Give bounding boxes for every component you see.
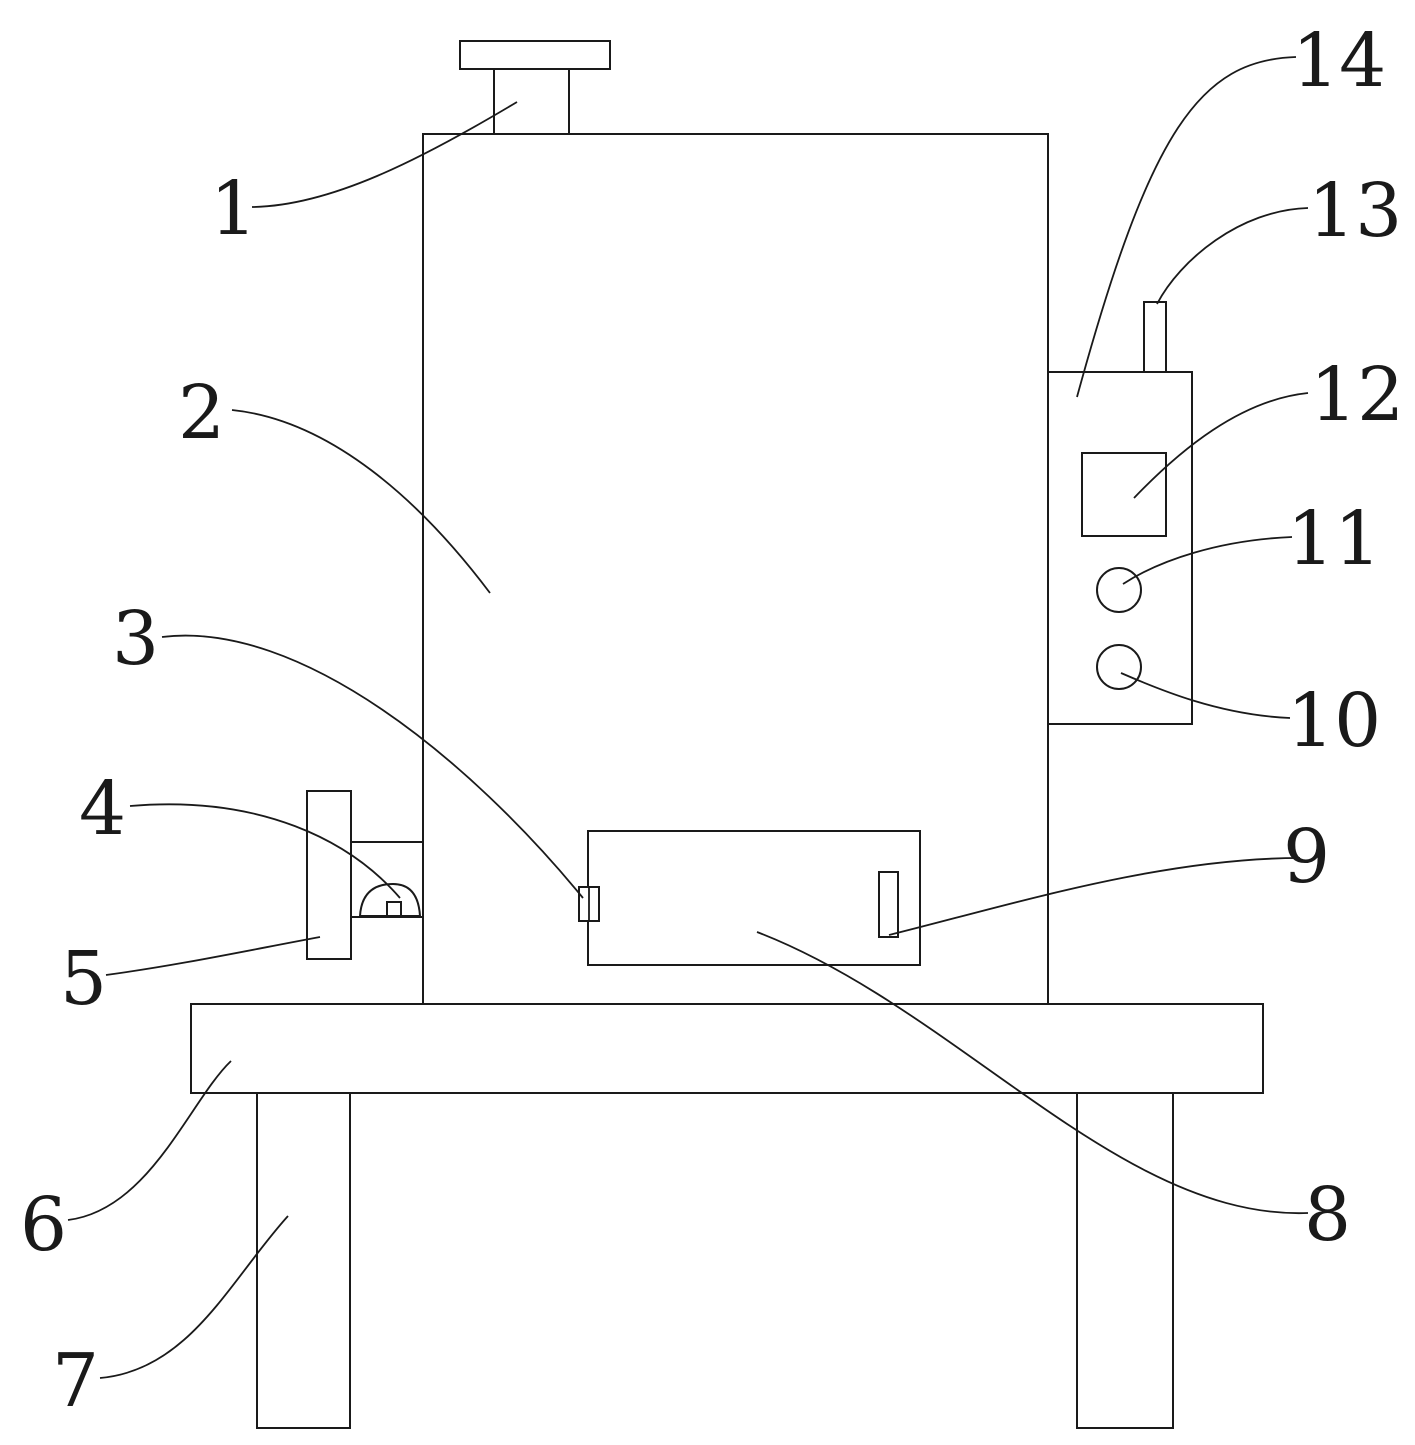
leader-13 [1156, 207, 1309, 305]
leader-6 [67, 1060, 232, 1221]
callout-14: 14 [1292, 18, 1386, 104]
control-knob-lower [1096, 644, 1142, 690]
callout-8: 8 [1304, 1172, 1351, 1258]
callout-5: 5 [60, 936, 107, 1022]
access-door-assembly [578, 830, 921, 966]
antenna [1143, 301, 1167, 373]
callout-7: 7 [52, 1338, 99, 1424]
outlet-valve-knob [386, 901, 402, 917]
leader-5 [105, 936, 321, 976]
callout-2: 2 [178, 370, 225, 456]
leader-lines [67, 56, 1309, 1379]
outlet-plate [306, 790, 352, 960]
callout-12: 12 [1310, 352, 1404, 438]
callout-11: 11 [1287, 496, 1381, 582]
callout-6: 6 [20, 1182, 67, 1268]
leader-7 [99, 1215, 289, 1379]
display-screen [1081, 452, 1167, 537]
callout-10: 10 [1287, 678, 1381, 764]
leader-8 [756, 931, 1309, 1214]
access-door [587, 830, 921, 966]
leader-10 [1120, 672, 1291, 719]
left-leg [256, 1092, 351, 1429]
right-leg [1076, 1092, 1174, 1429]
leader-9 [888, 857, 1301, 936]
inlet-cap [459, 40, 611, 70]
base-platform [190, 1003, 1264, 1094]
callout-4: 4 [79, 766, 126, 852]
door-handle [878, 871, 899, 938]
leader-1 [251, 101, 518, 208]
leader-2 [231, 409, 491, 594]
callout-3: 3 [112, 596, 159, 682]
control-knob-upper [1096, 567, 1142, 613]
callouts: 1 2 3 4 5 6 7 8 9 10 11 12 13 14 [20, 18, 1404, 1424]
outlet-valve-dome [358, 882, 422, 917]
control-box-assembly [1047, 301, 1193, 725]
leader-3 [161, 634, 584, 899]
leader-4 [129, 803, 401, 899]
leader-14 [1076, 56, 1297, 398]
inlet-pipe [459, 40, 611, 135]
leader-12 [1133, 392, 1309, 499]
callout-1: 1 [210, 166, 257, 252]
outlet-assembly [306, 790, 424, 960]
callout-9: 9 [1283, 814, 1330, 900]
callout-13: 13 [1308, 168, 1402, 254]
inlet-neck [493, 68, 570, 135]
leader-11 [1122, 536, 1293, 585]
